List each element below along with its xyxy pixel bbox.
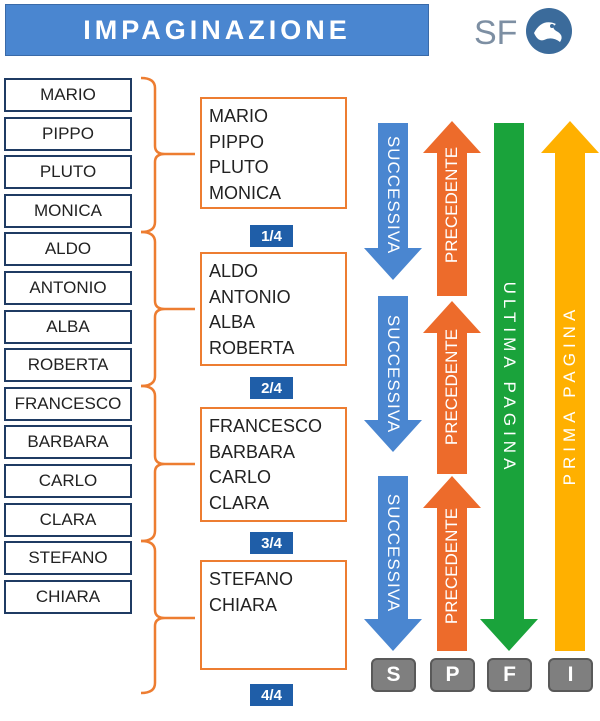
name-item: CHIARA [4,579,132,614]
page-item: PLUTO [209,157,269,177]
page-item: CHIARA [209,594,278,615]
name-item: ALBA [4,309,132,344]
first-page-arrow-label: PRIMA PAGINA [560,304,579,486]
pagination-button[interactable]: S [371,658,416,692]
page-number-label: 3/4 [250,532,293,554]
name-item: PIPPO [4,116,132,151]
page-box: FRANCESCO BARBARA CARLO CLARA [200,407,347,522]
name-item: ROBERTA [4,348,132,383]
page-number-label: 2/4 [250,377,293,399]
last-page-arrow-label: ULTIMA PAGINA [500,281,519,475]
next-arrow [364,123,422,280]
previous-arrow [423,301,481,474]
name-item: ALDO [4,232,132,267]
page-box: ALDO ANTONIO ALBA ROBERTA [200,252,347,366]
page-item: ALBA [209,312,256,332]
page-box: STEFANO CHIARA [200,560,347,670]
name-item: FRANCESCO [4,386,132,421]
page-box: MARIO PIPPO PLUTO MONICA [200,97,347,209]
next-arrow [364,296,422,452]
pagination-button[interactable]: P [430,658,475,692]
next-arrow-label: SUCCESSIVA [384,135,403,255]
page-item: PIPPO [209,131,265,152]
name-item: ANTONIO [4,271,132,305]
last-page-arrow [480,123,538,651]
title-banner: IMPAGINAZIONE [5,4,429,56]
name-item: MARIO [4,78,132,112]
page-bracket [140,539,195,695]
name-item: MONICA [4,193,132,228]
page-item: CARLO [209,467,272,487]
next-arrow-label: SUCCESSIVA [384,314,403,434]
page-item: MONICA [209,182,281,203]
page-number-label: 4/4 [250,684,293,706]
page-item: ALDO [209,261,259,281]
name-item: PLUTO [4,155,132,190]
name-item: CLARA [4,502,132,537]
page-item: CLARA [209,492,270,513]
first-page-arrow [541,121,599,651]
page-item: ROBERTA [209,337,295,358]
previous-arrow [423,121,481,296]
page-bracket [140,76,195,234]
previous-arrow-label: PRECEDENTE [442,328,461,446]
name-item: STEFANO [4,541,132,576]
previous-arrow [423,476,481,651]
page-item: BARBARA [209,441,296,462]
page-item: FRANCESCO [209,416,323,436]
next-arrow [364,476,422,651]
page-item: STEFANO [209,569,294,589]
page-title: IMPAGINAZIONE [83,14,351,45]
pagination-button[interactable]: F [487,658,532,692]
pagination-button[interactable]: I [548,658,593,692]
page-bracket [140,384,195,543]
page-item: MARIO [209,106,269,126]
previous-arrow-label: PRECEDENTE [442,507,461,625]
name-item: CARLO [4,464,132,498]
page-bracket [140,230,195,388]
sf-logo: SF [474,8,572,54]
logo-text: SF [474,14,517,52]
next-arrow-label: SUCCESSIVA [384,493,403,613]
page-item: ANTONIO [209,286,291,307]
previous-arrow-label: PRECEDENTE [442,146,461,264]
name-item: BARBARA [4,425,132,460]
page-number-label: 1/4 [250,225,293,247]
